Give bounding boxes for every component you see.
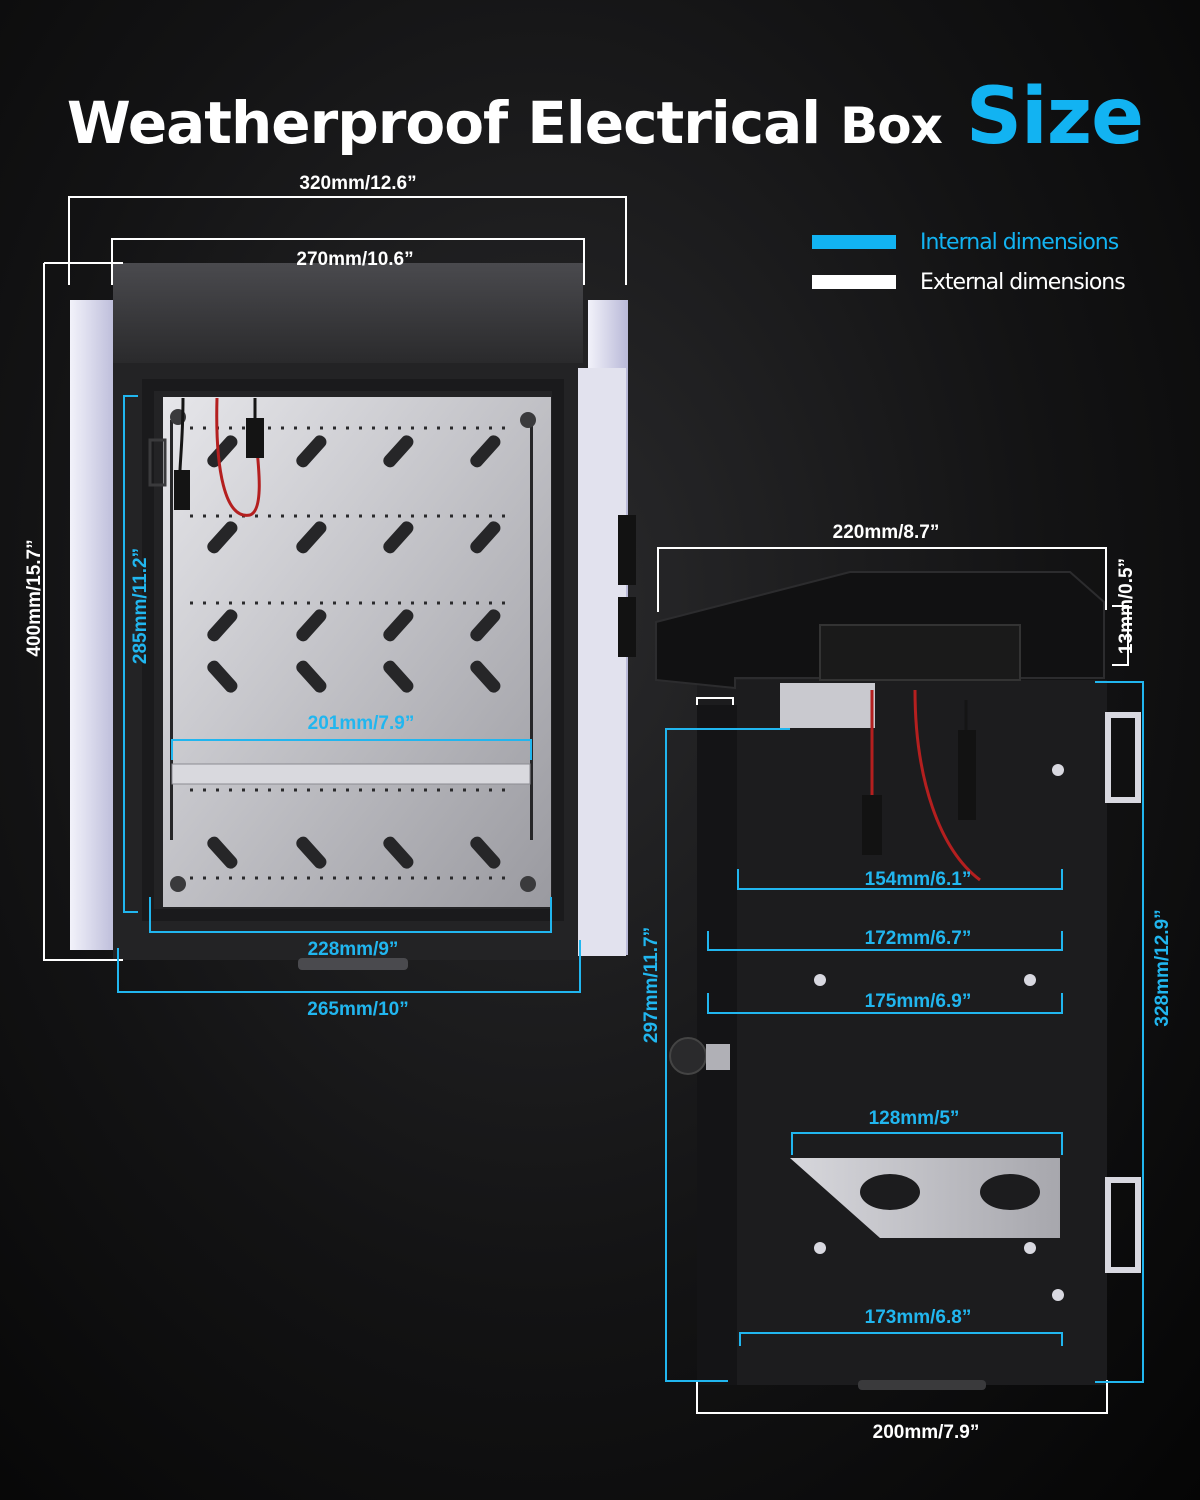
legend-external-label: External dimensions	[920, 269, 1126, 295]
mounting-shelf	[171, 763, 531, 785]
title-word-weatherproof: Weatherproof	[66, 89, 508, 157]
side-internal-lines	[665, 681, 1144, 1383]
cable-clip	[148, 438, 167, 487]
title-word-box: Box	[840, 97, 943, 155]
door-hinge-side	[578, 368, 626, 956]
bracket-hole-right	[980, 1174, 1040, 1210]
title-accent-word: Size	[965, 72, 1144, 162]
latch-upper	[618, 515, 636, 585]
dim-side-ext-height: 328mm/12.9”	[1152, 909, 1173, 1026]
dim-int-width-body: 265mm/10”	[307, 999, 408, 1020]
fan-mount-block	[780, 683, 875, 728]
dim-side-int-bracket: 128mm/5”	[869, 1108, 960, 1129]
legend-internal: Internal dimensions	[812, 222, 1125, 262]
inner-frame	[142, 379, 564, 921]
side-body	[697, 680, 1107, 1385]
front-view-box	[70, 263, 636, 970]
side-rivets	[814, 764, 1064, 1301]
dim-side-ext-depth-bottom: 200mm/7.9”	[873, 1422, 980, 1443]
side-view-box	[655, 571, 1141, 1390]
dim-side-int-depth-3: 175mm/6.9”	[865, 991, 972, 1012]
internal-swatch	[812, 235, 896, 249]
dim-side-int-depth-2: 172mm/6.7”	[865, 928, 972, 949]
side-lock-cylinder	[706, 1044, 730, 1070]
side-lock-knob	[669, 1037, 707, 1075]
cooling-fan	[819, 624, 1021, 681]
left-mounting-flange	[70, 300, 118, 950]
handle-side	[858, 1380, 986, 1390]
roof-cap	[113, 263, 583, 363]
rail-bracket-top	[1105, 712, 1141, 803]
dim-ext-height: 400mm/15.7”	[24, 539, 45, 656]
external-swatch	[812, 275, 896, 289]
title-word-electrical: Electrical	[527, 89, 821, 157]
page-title: Weatherproof Electrical Box Size	[0, 72, 1200, 162]
mounting-panel	[163, 397, 551, 907]
dim-side-int-depth-1: 154mm/6.1”	[865, 869, 972, 890]
dim-int-width: 228mm/9”	[308, 939, 399, 960]
dc-plug-right	[246, 418, 264, 458]
side-plug-left	[862, 795, 882, 855]
legend-internal-label: Internal dimensions	[920, 229, 1119, 255]
dim-side-roof-thickness: 13mm/0.5”	[1116, 558, 1137, 654]
side-external-lines	[657, 547, 1129, 1414]
dc-plug-left	[174, 470, 190, 510]
dimension-legend: Internal dimensions External dimensions	[812, 222, 1126, 302]
dim-ext-width-roof: 270mm/10.6”	[296, 249, 413, 270]
dim-side-ext-depth-roof: 220mm/8.7”	[833, 522, 940, 543]
panel-slots	[170, 420, 533, 869]
front-external-lines	[43, 196, 627, 961]
dim-side-int-height: 297mm/11.7”	[641, 927, 662, 1043]
dim-side-int-depth-bottom: 173mm/6.8”	[865, 1307, 972, 1328]
dim-ext-width-outer: 320mm/12.6”	[299, 173, 416, 194]
front-internal-lines	[117, 395, 581, 993]
latch-lower	[618, 597, 636, 657]
dim-int-height: 285mm/11.2”	[130, 548, 151, 664]
legend-external: External dimensions	[812, 262, 1126, 302]
dim-int-shelf: 201mm/7.9”	[308, 713, 415, 734]
bracket-hole-left	[860, 1174, 920, 1210]
rail-bracket-bottom	[1105, 1177, 1141, 1273]
handle-bottom	[298, 958, 408, 970]
side-plug-right	[958, 730, 976, 820]
